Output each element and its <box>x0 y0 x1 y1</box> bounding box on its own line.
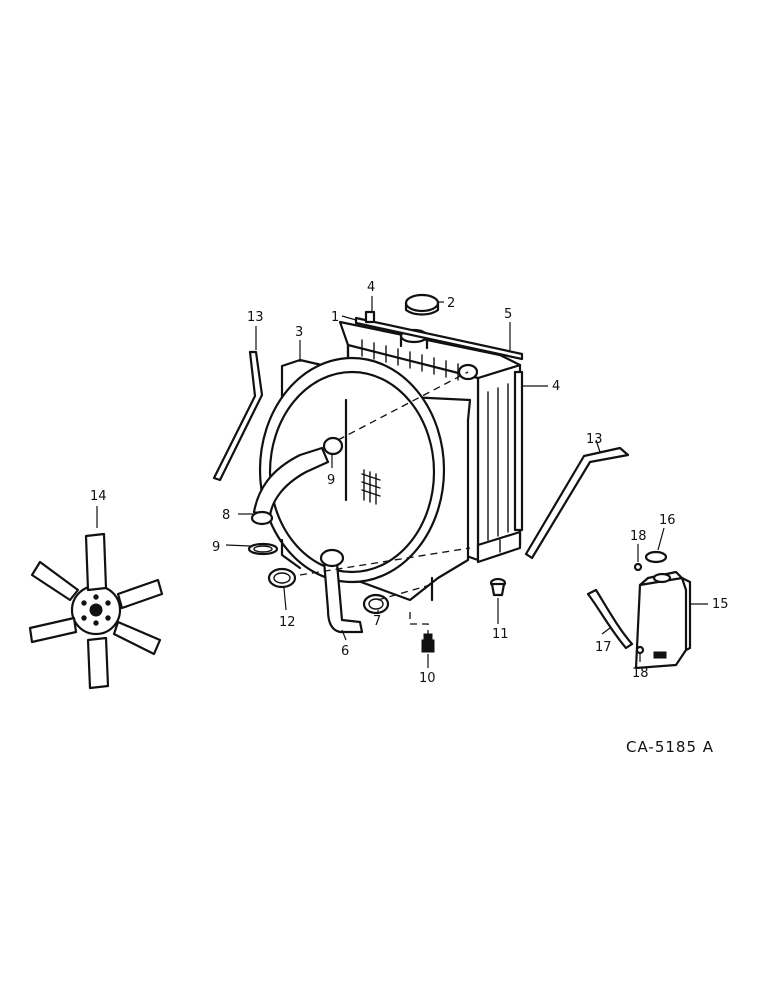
hose-clip-lower <box>635 645 645 655</box>
drawing-code: CA-5185 A <box>626 738 714 756</box>
upper-hose-end <box>250 510 274 526</box>
drain-cock <box>421 633 435 653</box>
drain-plug <box>489 577 507 597</box>
callout-5: 5 <box>504 307 512 322</box>
callout-12: 12 <box>279 615 296 630</box>
callout-8: 8 <box>222 508 230 523</box>
coolant-reservoir <box>634 570 692 670</box>
callout-11: 11 <box>492 627 509 642</box>
brace-rod-left <box>212 350 264 482</box>
callout-15: 15 <box>712 597 729 612</box>
callout-18-upper: 18 <box>630 529 647 544</box>
callout-4-side: 4 <box>552 379 560 394</box>
callout-7: 7 <box>373 614 381 629</box>
callout-17: 17 <box>595 640 612 655</box>
top-clip <box>364 310 376 324</box>
callout-14: 14 <box>90 489 107 504</box>
brace-rod-right <box>524 446 630 560</box>
hose-clip-upper <box>633 562 643 572</box>
callout-9-lower: 9 <box>212 540 220 555</box>
leader-lines <box>96 296 708 668</box>
callout-labels: 1 2 3 4 4 5 6 7 8 9 9 10 11 12 13 13 14 … <box>90 280 729 686</box>
callout-13-left: 13 <box>247 310 264 325</box>
callout-10: 10 <box>419 671 436 686</box>
fan-shroud <box>258 356 472 602</box>
callout-3: 3 <box>295 325 303 340</box>
side-seal-strip <box>513 370 524 532</box>
lower-hose <box>322 550 364 634</box>
callout-9-upper: 9 <box>327 473 335 488</box>
callout-1: 1 <box>331 310 339 325</box>
callout-16: 16 <box>659 513 676 528</box>
radiator-cap <box>404 293 440 313</box>
clamp-upper <box>322 436 344 456</box>
callout-4-top: 4 <box>367 280 375 295</box>
callout-2: 2 <box>447 296 455 311</box>
reservoir-cap <box>644 550 668 564</box>
top-seal-strip <box>354 316 524 361</box>
callout-18-lower: 18 <box>632 666 649 681</box>
overflow-hose <box>586 588 634 650</box>
upper-hose <box>252 446 330 518</box>
clamp-12 <box>267 567 297 589</box>
callout-6: 6 <box>341 644 349 659</box>
fan <box>28 532 164 690</box>
callout-13-right: 13 <box>586 432 603 447</box>
